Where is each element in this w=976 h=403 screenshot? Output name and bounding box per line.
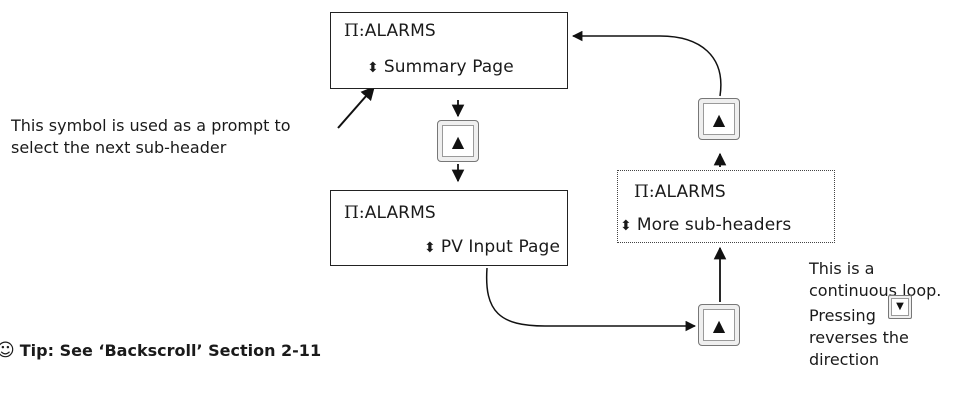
smiley-icon: ☺ [0, 340, 15, 361]
sub-header: ⬍More sub-headers [620, 215, 791, 235]
sub-header-label: Summary Page [383, 57, 514, 77]
prompt-symbol-note: This symbol is used as a prompt to selec… [11, 116, 291, 157]
sub-header: ⬍Summary Page [367, 57, 514, 77]
up-arrow-icon: ▲ [712, 109, 726, 129]
pi-symbol: Π: [344, 21, 365, 41]
tip-note: ☺Tip: See ‘Backscroll’ Section 2-11 [0, 340, 321, 361]
updown-icon: ⬍ [424, 240, 436, 256]
updown-icon: ⬍ [620, 218, 632, 234]
summary-page-box: Π:ALARMS ⬍Summary Page [330, 12, 568, 89]
more-sub-headers-box: Π:ALARMS ⬍More sub-headers [617, 170, 835, 243]
pressing-label: Pressing [809, 306, 876, 325]
up-key-button[interactable]: ▲ [437, 120, 479, 162]
pi-symbol: Π: [344, 203, 365, 223]
sub-header-label: PV Input Page [440, 237, 561, 257]
down-arrow-icon: ▼ [896, 301, 904, 312]
up-arrow-icon: ▲ [451, 131, 465, 151]
box-title: Π:ALARMS [344, 203, 436, 223]
arrow-pv-input-to-key [485, 267, 697, 332]
down-key-button[interactable]: ▼ [888, 295, 912, 319]
box-title: Π:ALARMS [344, 21, 436, 41]
box-title: Π:ALARMS [634, 182, 726, 202]
sub-header: ⬍PV Input Page [424, 237, 560, 257]
up-key-button[interactable]: ▲ [698, 304, 740, 346]
prompt-pointer-arrow [337, 85, 375, 129]
sub-header-label: More sub-headers [636, 215, 792, 235]
continuous-loop-note: This is a continuous loop. Pressing ▼ re… [809, 259, 942, 369]
pi-symbol: Π: [634, 182, 655, 202]
pv-input-page-box: Π:ALARMS ⬍PV Input Page [330, 190, 568, 266]
arrow-loop-back-to-summary [571, 30, 722, 97]
tip-text: Tip: See ‘Backscroll’ Section 2-11 [19, 341, 322, 360]
up-key-button[interactable]: ▲ [698, 98, 740, 140]
updown-icon: ⬍ [367, 60, 379, 76]
up-arrow-icon: ▲ [712, 315, 726, 335]
